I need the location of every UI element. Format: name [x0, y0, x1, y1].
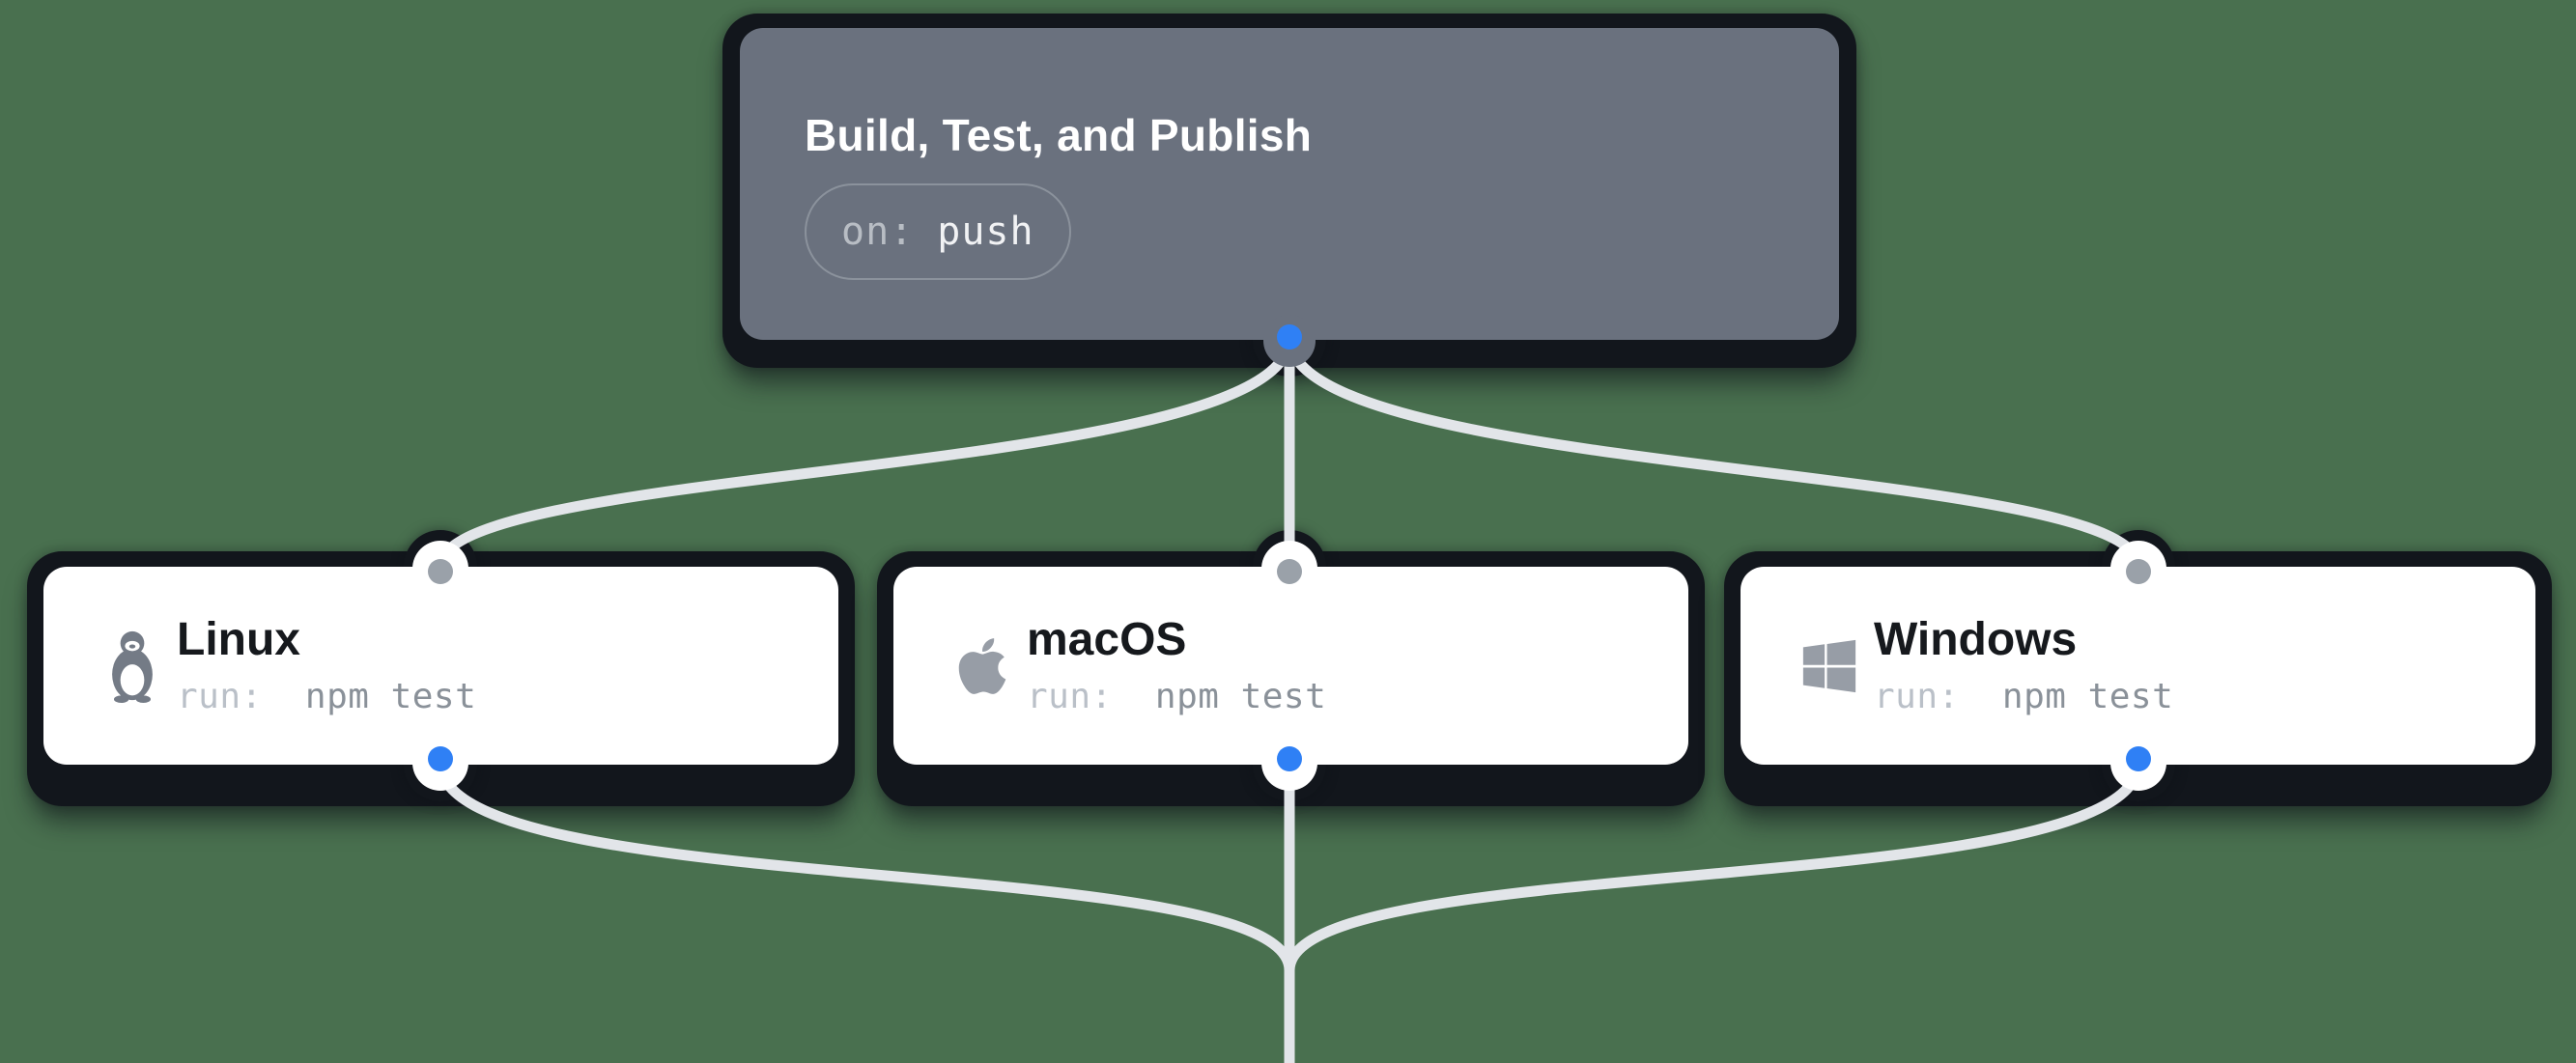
- port-dot-trigger-output: [1277, 324, 1302, 350]
- run-key: run:: [1874, 677, 1960, 717]
- job-title: macOS: [1027, 613, 1187, 665]
- run-value: npm test: [304, 677, 477, 717]
- trigger-title: Build, Test, and Publish: [805, 110, 1313, 160]
- job-run-command: run: npm test: [1027, 677, 1326, 716]
- port-dot-linux-output: [428, 746, 453, 771]
- job-title: Windows: [1874, 613, 2078, 665]
- edge-trigger-to-windows: [1284, 332, 2144, 573]
- apple-icon: [938, 634, 1027, 698]
- trigger-node[interactable]: Build, Test, and Publish on: push: [740, 28, 1839, 340]
- run-key: run:: [1027, 677, 1113, 717]
- job-text: Windows run: npm test: [1874, 613, 2173, 717]
- job-text: macOS run: npm test: [1027, 613, 1326, 717]
- job-node-windows[interactable]: Windows run: npm test: [1741, 567, 2535, 765]
- run-value: npm test: [2001, 677, 2174, 717]
- port-dot-windows-input: [2126, 559, 2151, 584]
- edge-trigger-to-linux: [435, 332, 1295, 573]
- badge-key: on:: [841, 210, 915, 255]
- job-run-command: run: npm test: [177, 677, 476, 716]
- job-node-macos[interactable]: macOS run: npm test: [893, 567, 1688, 765]
- trigger-event-badge: on: push: [805, 183, 1071, 281]
- badge-value: push: [937, 210, 1034, 255]
- run-key: run:: [177, 677, 263, 717]
- run-value: npm test: [1154, 677, 1327, 717]
- linux-icon: [88, 629, 177, 703]
- job-text: Linux run: npm test: [177, 613, 476, 717]
- port-dot-macos-output: [1277, 746, 1302, 771]
- edge-linux-to-next: [435, 757, 1295, 976]
- port-dot-macos-input: [1277, 559, 1302, 584]
- windows-icon: [1785, 636, 1874, 696]
- job-run-command: run: npm test: [1874, 677, 2173, 716]
- edge-windows-to-next: [1284, 757, 2144, 976]
- job-title: Linux: [177, 613, 300, 665]
- port-dot-linux-input: [428, 559, 453, 584]
- job-node-linux[interactable]: Linux run: npm test: [43, 567, 838, 765]
- port-dot-windows-output: [2126, 746, 2151, 771]
